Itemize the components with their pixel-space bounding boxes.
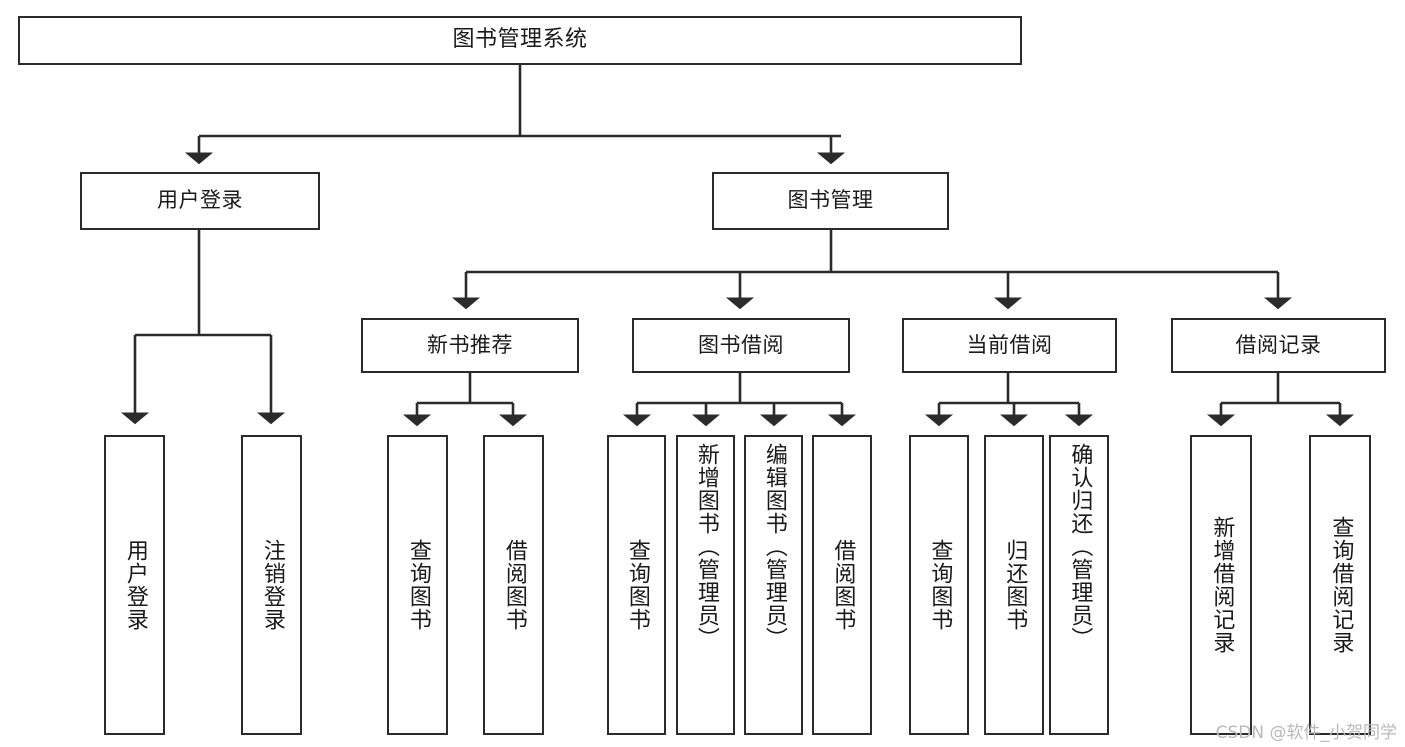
- node-new-book-recommend[interactable]: 新书推荐: [361, 318, 579, 373]
- node-leaf-logout[interactable]: 注销登录: [241, 435, 302, 735]
- node-label: 查询图书: [405, 539, 431, 631]
- node-current-borrow[interactable]: 当前借阅: [902, 318, 1117, 373]
- node-leaf-edit-book-admin[interactable]: 编辑图书（管理员）: [744, 435, 803, 735]
- node-label: 编辑图书（管理员）: [761, 443, 787, 650]
- node-leaf-borrow-book[interactable]: 借阅图书: [812, 435, 872, 735]
- node-label: 借阅记录: [1235, 332, 1322, 357]
- watermark-text: CSDN @软件_小贺同学: [1215, 723, 1397, 743]
- node-label: 查询借阅记录: [1328, 516, 1354, 654]
- node-label: 用户登录: [157, 188, 243, 213]
- node-label: 图书管理: [787, 188, 874, 213]
- node-leaf-add-borrow-record[interactable]: 新增借阅记录: [1190, 435, 1252, 735]
- node-root[interactable]: 图书管理系统: [18, 16, 1022, 65]
- node-label: 查询图书: [927, 539, 953, 631]
- node-leaf-confirm-return-admin[interactable]: 确认归还（管理员）: [1049, 435, 1109, 735]
- node-borrow-record[interactable]: 借阅记录: [1171, 318, 1386, 373]
- node-user-login[interactable]: 用户登录: [80, 172, 320, 230]
- node-book-borrow[interactable]: 图书借阅: [632, 318, 850, 373]
- node-label: 图书借阅: [698, 332, 784, 357]
- node-label: 查询图书: [624, 539, 650, 631]
- node-label: 新增图书（管理员）: [693, 443, 719, 650]
- node-leaf-add-book-admin[interactable]: 新增图书（管理员）: [676, 435, 735, 735]
- node-leaf-borrow-book-newbook[interactable]: 借阅图书: [483, 435, 544, 735]
- node-label: 图书管理系统: [452, 27, 588, 53]
- node-label: 归还图书: [1002, 539, 1028, 631]
- node-label: 确认归还（管理员）: [1067, 443, 1093, 650]
- node-book-management[interactable]: 图书管理: [712, 172, 949, 230]
- node-label: 用户登录: [122, 539, 148, 631]
- node-label: 当前借阅: [966, 332, 1053, 357]
- node-label: 借阅图书: [830, 539, 856, 631]
- node-leaf-query-borrow-record[interactable]: 查询借阅记录: [1309, 435, 1371, 735]
- node-label: 注销登录: [259, 539, 285, 631]
- node-label: 新书推荐: [427, 332, 513, 357]
- node-label: 新增借阅记录: [1209, 516, 1235, 654]
- node-leaf-user-login[interactable]: 用户登录: [104, 435, 165, 735]
- node-leaf-query-book-newbook[interactable]: 查询图书: [387, 435, 448, 735]
- node-leaf-query-book-borrow[interactable]: 查询图书: [607, 435, 666, 735]
- node-leaf-query-book-current[interactable]: 查询图书: [909, 435, 969, 735]
- node-leaf-return-book[interactable]: 归还图书: [984, 435, 1044, 735]
- node-label: 借阅图书: [501, 539, 527, 631]
